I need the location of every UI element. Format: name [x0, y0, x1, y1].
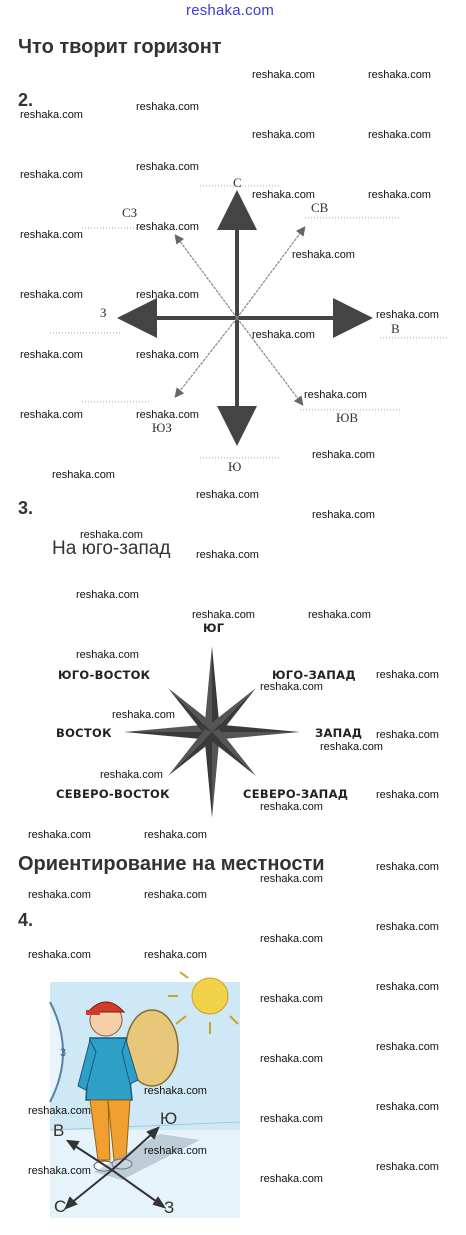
hiker-label-s: С [54, 1197, 67, 1216]
watermark: reshaka.com [376, 1161, 439, 1173]
watermark: reshaka.com [376, 789, 439, 801]
watermark: reshaka.com [252, 189, 315, 201]
watermark: reshaka.com [368, 129, 431, 141]
watermark: reshaka.com [260, 1173, 323, 1185]
rose-label-upper-left: ЮГО-ВОСТОК [58, 668, 151, 682]
watermark: reshaka.com [20, 109, 83, 121]
watermark: reshaka.com [252, 69, 315, 81]
compass-label-ne: СВ [311, 200, 329, 215]
section-title-orientation: Ориентирование на местности [18, 853, 325, 875]
task-2-number: 2. [18, 90, 34, 110]
hiker-label-z: З [164, 1198, 175, 1217]
watermark: reshaka.com [144, 889, 207, 901]
compass-label-nw: СЗ [122, 205, 138, 220]
watermark: reshaka.com [20, 169, 83, 181]
watermark: reshaka.com [136, 409, 199, 421]
watermark: reshaka.com [260, 933, 323, 945]
compass-label-s: Ю [228, 459, 242, 474]
watermark: reshaka.com [312, 449, 375, 461]
watermark: reshaka.com [260, 873, 323, 885]
watermark: reshaka.com [376, 981, 439, 993]
compass-label-se: ЮВ [336, 410, 359, 425]
watermark: reshaka.com [20, 289, 83, 301]
watermark: reshaka.com [376, 861, 439, 873]
watermark: reshaka.com [260, 801, 323, 813]
arrow-northeast [236, 226, 306, 319]
watermark: reshaka.com [376, 921, 439, 933]
watermark: reshaka.com [28, 829, 91, 841]
rose-label-right: ЗАПАД [315, 726, 363, 740]
watermark: reshaka.com [136, 289, 199, 301]
watermark: reshaka.com [28, 889, 91, 901]
watermark: reshaka.com [76, 649, 139, 661]
watermark: reshaka.com [376, 669, 439, 681]
watermark: reshaka.com [376, 729, 439, 741]
rose-label-upper-right: ЮГО-ЗАПАД [272, 668, 356, 682]
watermark: reshaka.com [20, 229, 83, 241]
wind-rose-star [124, 646, 300, 818]
watermark: reshaka.com [376, 1041, 439, 1053]
watermark: reshaka.com [368, 69, 431, 81]
watermark: reshaka.com [192, 609, 255, 621]
watermark: reshaka.com [144, 829, 207, 841]
watermark: reshaka.com [260, 993, 323, 1005]
rose-label-left: ВОСТОК [56, 726, 112, 740]
watermark: reshaka.com [100, 769, 163, 781]
watermark: reshaka.com [52, 469, 115, 481]
task-3-number: 3. [18, 498, 34, 518]
task-4-number: 4. [18, 910, 34, 930]
watermark: reshaka.com [260, 1053, 323, 1065]
section-title-horizon: Что творит горизонт [18, 36, 222, 58]
watermark: reshaka.com [144, 1085, 207, 1097]
watermark: reshaka.com [376, 1101, 439, 1113]
rose-label-lower-left: СЕВЕРО-ВОСТОК [56, 787, 170, 801]
watermark: reshaka.com [136, 349, 199, 361]
compass-label-e: В [391, 321, 400, 336]
watermark: reshaka.com [376, 309, 439, 321]
compass-diagram [50, 185, 448, 459]
watermark: reshaka.com [28, 1105, 91, 1117]
watermark: reshaka.com [76, 589, 139, 601]
watermark: reshaka.com [136, 221, 199, 233]
watermark: reshaka.com [144, 949, 207, 961]
compass-label-sw: ЮЗ [152, 420, 172, 435]
watermark: reshaka.com [28, 1165, 91, 1177]
watermark: reshaka.com [260, 1113, 323, 1125]
hiker-label-yu: Ю [160, 1109, 178, 1128]
site-header[interactable]: reshaka.com [186, 2, 275, 19]
watermark: reshaka.com [144, 1145, 207, 1157]
svg-text:3: 3 [60, 1047, 66, 1059]
rose-label-lower-right: СЕВЕРО-ЗАПАД [243, 787, 349, 801]
watermark: reshaka.com [252, 129, 315, 141]
watermark: reshaka.com [20, 349, 83, 361]
compass-label-n: С [233, 175, 242, 190]
watermark: reshaka.com [20, 409, 83, 421]
watermark: reshaka.com [196, 489, 259, 501]
watermark: reshaka.com [136, 161, 199, 173]
watermark: reshaka.com [196, 549, 259, 561]
watermark: reshaka.com [304, 389, 367, 401]
watermark: reshaka.com [136, 101, 199, 113]
compass-label-w: З [100, 305, 107, 320]
task-3-answer: На юго-запад [52, 538, 171, 559]
watermark: reshaka.com [252, 329, 315, 341]
watermark: reshaka.com [260, 681, 323, 693]
watermark: reshaka.com [368, 189, 431, 201]
hiker-label-v: В [53, 1121, 65, 1140]
arrow-southeast [236, 317, 304, 406]
arrow-northwest [174, 234, 238, 319]
hiker-illustration: 3 [49, 971, 241, 1218]
watermark: reshaka.com [80, 529, 143, 541]
watermark: reshaka.com [28, 949, 91, 961]
watermark: reshaka.com [112, 709, 175, 721]
watermark: reshaka.com [312, 509, 375, 521]
watermark: reshaka.com [320, 741, 383, 753]
watermark: reshaka.com [292, 249, 355, 261]
rose-label-top: ЮГ [203, 621, 225, 635]
watermark: reshaka.com [308, 609, 371, 621]
sun-icon [168, 971, 239, 1034]
arrow-southwest [174, 317, 238, 398]
